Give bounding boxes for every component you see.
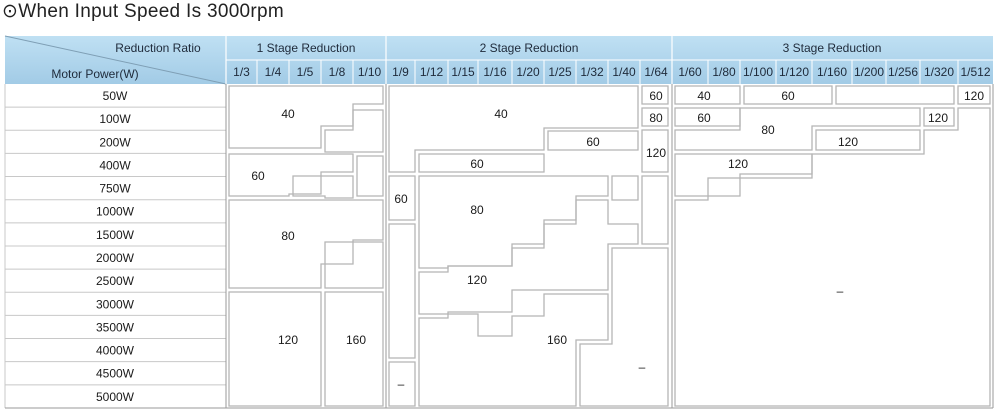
s3-value-60: 60 [781,89,795,103]
r64-120 [641,129,669,173]
r64-60 [641,85,669,105]
s2-value-160: 160 [547,333,567,347]
row-label-3500W: 3500W [96,320,135,334]
s2-region-60b [418,153,545,173]
ratio-header-1-120: 1/120 [779,65,809,79]
s3-value-80: 80 [761,123,775,137]
row-label-50W: 50W [103,89,128,103]
s3-value-120-low: 120 [728,157,748,171]
ratio-header-1-40: 1/40 [612,65,636,79]
ratio-header-1-5: 1/5 [297,65,314,79]
corner-reduction-ratio: Reduction Ratio [115,41,201,55]
row-label-2000W: 2000W [96,251,135,265]
s3-value-120-mid: 120 [838,135,858,149]
s3-region-40 [674,85,741,105]
ratio-header-1-10: 1/10 [358,65,382,79]
corner-motor-power: Motor Power(W) [51,67,138,81]
s2-region-60a [547,130,639,151]
s3-region-120-top [957,85,991,105]
ratio-header-1-4: 1/4 [265,65,282,79]
ratio-header-1-256: 1/256 [888,65,918,79]
ratio-header-1-12: 1/12 [420,65,444,79]
s3-value-dash: – [837,284,844,298]
stage-1-header: 1 Stage Reduction [257,41,356,55]
ratio-header-1-8: 1/8 [329,65,346,79]
ratio-header-1-512: 1/512 [960,65,990,79]
s2-region-120 [418,199,639,315]
ratio-header-1-160: 1/160 [817,65,847,79]
circle-dot-icon: ⊙ [2,1,19,22]
s3-region-120-mid [815,129,921,151]
s2-value-dash: – [398,377,405,391]
s2-region-80 [418,175,609,269]
page-title: ⊙When Input Speed Is 3000rpm [2,0,284,23]
s1-value-60: 60 [251,169,265,183]
r64-value-120: 120 [646,146,666,160]
r64-80 [641,107,669,127]
r64-value-80: 80 [649,111,663,125]
ratio-header-1-32: 1/32 [580,65,604,79]
ratio-header-1-320: 1/320 [924,65,954,79]
region-values: 40 60 80 120 160 40 60 60 60 80 120 160 … [251,89,984,391]
ratio-header-1-15: 1/15 [451,65,475,79]
s1-region-80 [228,199,384,289]
s2-value-40: 40 [494,107,508,121]
ratio-header-1-16: 1/16 [483,65,507,79]
row-label-1000W: 1000W [96,205,135,219]
s2-region-40 [388,85,639,173]
s2-value-120: 120 [467,273,487,287]
ratio-header-1-60: 1/60 [678,65,702,79]
s1-region-40 [228,85,384,149]
s2-region-160 [418,293,609,407]
stage-2-header: 2 Stage Reduction [480,41,579,55]
ratio-header-1-3: 1/3 [233,65,250,79]
ratio-header-1-100: 1/100 [743,65,773,79]
s2-value-80: 80 [470,203,484,217]
s3-region-60 [743,85,833,105]
s1-value-40: 40 [281,107,295,121]
s2-value-60b: 60 [470,157,484,171]
ratio-header-1-200: 1/200 [854,65,884,79]
s2-region-60c [388,175,416,221]
row-label-4000W: 4000W [96,344,135,358]
row-label-400W: 400W [99,158,131,172]
value-regions [228,85,991,407]
s2-region-dash [388,361,416,407]
ratio-header-1-20: 1/20 [516,65,540,79]
s1-value-80: 80 [281,229,295,243]
s3-value-60b: 60 [697,111,711,125]
s3-region-dash [674,107,991,407]
row-label-100W: 100W [99,112,131,126]
s1-value-120: 120 [278,333,298,347]
stage-3-header: 3 Stage Reduction [783,41,882,55]
s3-region-120-right [923,107,955,127]
corner-diagonal [4,35,227,85]
s1-region-120 [228,291,322,407]
s3-value-120-top: 120 [964,89,984,103]
row-label-750W: 750W [99,182,131,196]
ratio-header-1-25: 1/25 [548,65,572,79]
row-label-2500W: 2500W [96,274,135,288]
ratio-header-1-64: 1/64 [644,65,668,79]
s3-region-80 [674,107,921,151]
row-label-5000W: 5000W [96,390,135,404]
row-label-200W: 200W [99,135,131,149]
s1-value-160: 160 [346,333,366,347]
row-label-3000W: 3000W [96,297,135,311]
r64-value-60: 60 [649,89,663,103]
title-text: When Input Speed Is 3000rpm [18,1,285,22]
s3-value-40: 40 [697,89,711,103]
r64-value-dash: – [639,360,646,374]
row-label-4500W: 4500W [96,367,135,381]
s1-region-160 [324,291,384,407]
s3-value-120-right: 120 [928,111,948,125]
r64-dash [579,247,669,407]
s1-region-60 [228,153,354,197]
s2-value-60a: 60 [586,135,600,149]
ratio-header-1-80: 1/80 [712,65,736,79]
s2-value-60c: 60 [394,192,408,206]
row-label-1500W: 1500W [96,228,135,242]
ratio-header-1-9: 1/9 [392,65,409,79]
